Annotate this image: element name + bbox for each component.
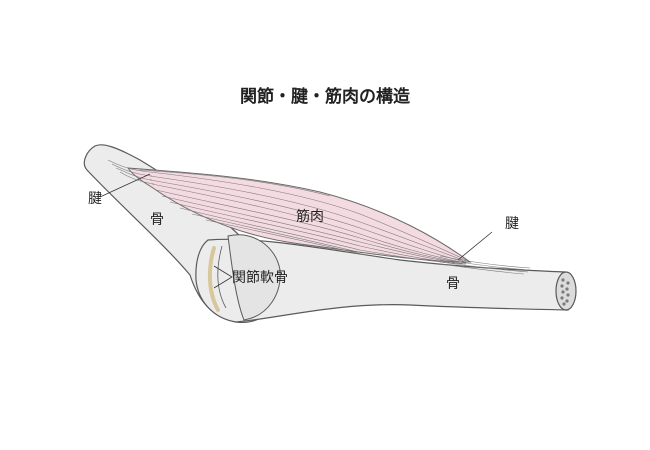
leader-tendon-left [99, 173, 151, 198]
articular-cartilage [207, 246, 220, 312]
tendon-right-fibers [439, 255, 531, 275]
leader-cartilage [213, 265, 233, 289]
muscle-label: 筋肉 [296, 209, 324, 225]
tendon-label-left: 腱 [88, 191, 102, 207]
joint-head [227, 234, 281, 321]
bone-cross-section [555, 271, 577, 311]
lower-bone [195, 238, 569, 323]
bone-marrow-dots [560, 278, 570, 306]
bone-label-upper: 骨 [150, 212, 164, 228]
page-title: 関節・腱・筋肉の構造 [240, 87, 410, 107]
tendon-label-right: 腱 [505, 216, 519, 232]
muscle-fibers [139, 169, 467, 265]
leader-tendon-right [457, 231, 493, 261]
bone-label-lower: 骨 [446, 276, 460, 292]
cartilage-label: 関節軟骨 [232, 270, 288, 286]
